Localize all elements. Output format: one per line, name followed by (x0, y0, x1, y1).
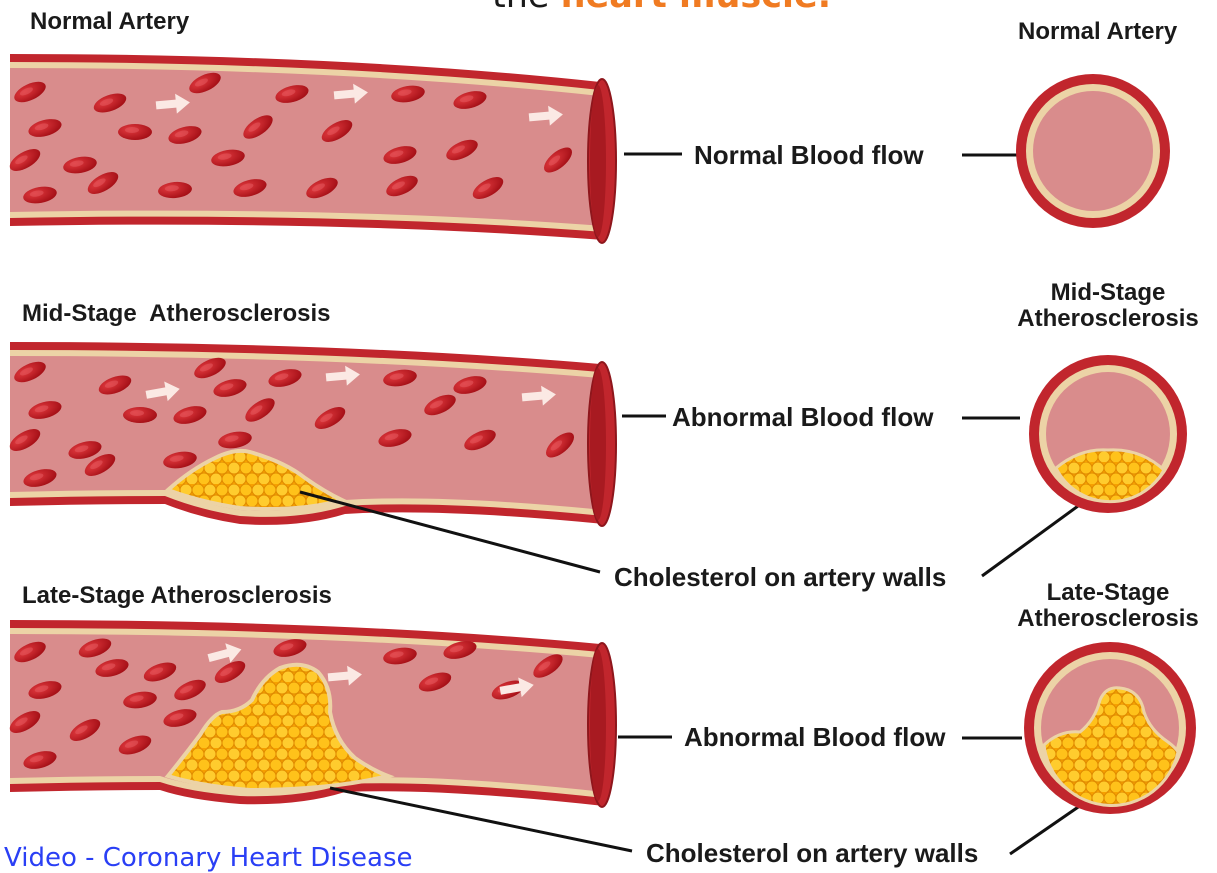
late-abnormal-flow-label: Abnormal Blood flow (684, 722, 945, 753)
mid-stage-cross-section (1029, 355, 1187, 513)
mid-stage-cross-label: Mid-Stage Atherosclerosis (998, 280, 1217, 332)
mid-stage-cross-label-line1: Mid-Stage (998, 280, 1217, 306)
late-stage-cross-label: Late-Stage Atherosclerosis (998, 580, 1217, 632)
normal-artery-vessel (10, 54, 616, 243)
normal-artery-section-label: Normal Artery (30, 8, 189, 36)
late-stage-cross-label-line1: Late-Stage (998, 580, 1217, 606)
late-stage-cross-label-line2: Atherosclerosis (998, 606, 1217, 632)
normal-artery-cross-section (1016, 74, 1170, 228)
normal-blood-flow-label: Normal Blood flow (694, 140, 924, 171)
late-stage-cross-section (1024, 642, 1196, 814)
normal-artery-cross-label: Normal Artery (1018, 18, 1177, 46)
mid-abnormal-flow-label: Abnormal Blood flow (672, 402, 933, 433)
coronary-heart-disease-video-link[interactable]: Video - Coronary Heart Disease (4, 843, 412, 873)
late-stage-section-label: Late-Stage Atherosclerosis (22, 582, 332, 610)
mid-stage-section-label: Mid-Stage Atherosclerosis (22, 300, 331, 328)
mid-stage-cross-label-line2: Atherosclerosis (998, 306, 1217, 332)
mid-cholesterol-label: Cholesterol on artery walls (614, 562, 946, 593)
mid-stage-vessel (10, 342, 616, 526)
late-cholesterol-label: Cholesterol on artery walls (646, 838, 978, 869)
